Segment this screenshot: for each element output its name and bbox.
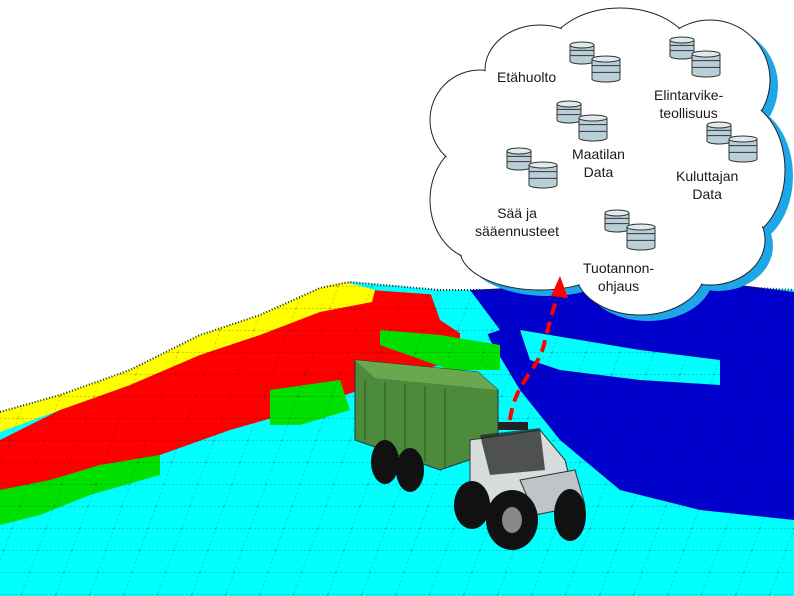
database-icon — [706, 121, 732, 145]
database-icon — [591, 55, 621, 83]
tractor-with-trailer — [354, 359, 586, 550]
node-label-saa: Sää ja sääennusteet — [475, 205, 560, 239]
database-icons — [506, 36, 758, 251]
node-label-etahuolto: Etähuolto — [497, 69, 557, 85]
node-label-kuluttajan-data: Kuluttajan Data — [676, 168, 739, 202]
database-icon — [528, 161, 558, 189]
database-icon — [604, 209, 630, 233]
database-icon — [669, 36, 695, 60]
database-icon — [578, 114, 608, 142]
database-icon — [506, 147, 532, 171]
database-icon — [569, 41, 595, 65]
upload-arrow — [508, 291, 560, 421]
database-icon — [691, 50, 721, 78]
database-icon — [626, 223, 656, 251]
database-icon — [728, 135, 758, 163]
node-label-tuotannonohjaus: Tuotannon- ohjaus — [583, 260, 655, 294]
arrow-head-icon — [551, 276, 568, 298]
database-icon — [556, 100, 582, 124]
node-label-elintarviketeollisuus: Elintarvike- teollisuus — [654, 87, 724, 121]
node-label-maatilan-data: Maatilan Data — [572, 146, 625, 180]
